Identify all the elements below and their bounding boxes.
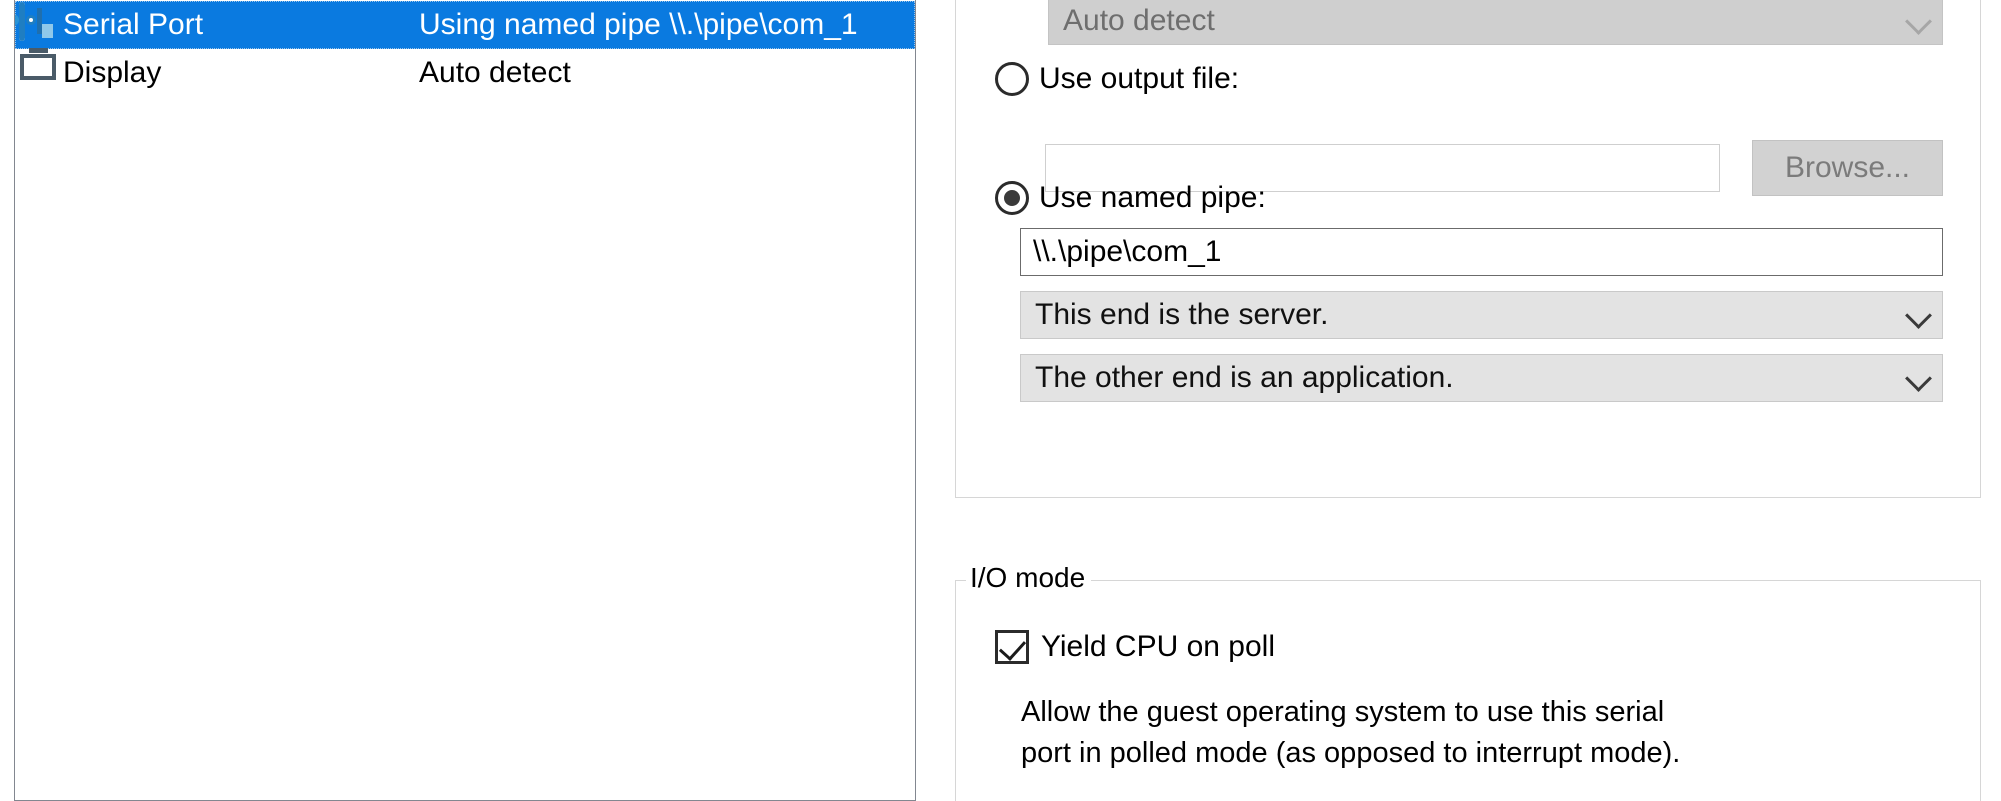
io-mode-groupbox: I/O mode bbox=[955, 562, 1981, 801]
use-named-pipe-label: Use named pipe: bbox=[1039, 181, 1266, 214]
radio-indicator bbox=[995, 62, 1029, 96]
settings-pane: Auto detect Use output file: Browse... U… bbox=[955, 0, 2001, 801]
checkbox-indicator bbox=[995, 630, 1029, 664]
use-output-file-label: Use output file: bbox=[1039, 62, 1240, 95]
device-name: Serial Port bbox=[63, 8, 204, 41]
yield-cpu-on-poll-checkbox[interactable]: Yield CPU on poll bbox=[995, 630, 1275, 664]
device-list-row-display[interactable]: Display Auto detect bbox=[15, 48, 915, 97]
device-name: Display bbox=[63, 56, 162, 89]
chevron-down-icon bbox=[1906, 302, 1932, 328]
browse-button[interactable]: Browse... bbox=[1752, 140, 1943, 196]
connection-groupbox bbox=[955, 0, 1981, 498]
io-mode-description: Allow the guest operating system to use … bbox=[1021, 696, 1681, 769]
use-output-file-radio[interactable]: Use output file: bbox=[995, 62, 1239, 96]
device-list-row-serial-port[interactable]: Serial Port Using named pipe \\.\pipe\co… bbox=[15, 1, 915, 49]
browse-button-label: Browse... bbox=[1784, 151, 1911, 184]
chevron-down-icon bbox=[1906, 365, 1932, 391]
named-pipe-input[interactable]: \\.\pipe\com_1 bbox=[1020, 228, 1943, 276]
named-pipe-value: \\.\pipe\com_1 bbox=[1033, 235, 1222, 268]
chevron-down-icon bbox=[1906, 8, 1932, 34]
device-list[interactable]: Serial Port Using named pipe \\.\pipe\co… bbox=[14, 0, 916, 801]
serial-device-combo[interactable]: Auto detect bbox=[1048, 0, 1943, 45]
yield-cpu-on-poll-label: Yield CPU on poll bbox=[1041, 630, 1276, 663]
device-summary: Auto detect bbox=[419, 56, 571, 89]
pipe-other-end-combo[interactable]: The other end is an application. bbox=[1020, 354, 1943, 402]
display-icon bbox=[19, 48, 59, 93]
output-file-input[interactable] bbox=[1045, 144, 1720, 192]
pipe-end-role-combo[interactable]: This end is the server. bbox=[1020, 291, 1943, 339]
io-mode-title: I/O mode bbox=[966, 562, 1092, 594]
device-summary: Using named pipe \\.\pipe\com_1 bbox=[419, 8, 858, 41]
serial-port-icon bbox=[15, 2, 59, 45]
use-named-pipe-radio[interactable]: Use named pipe: bbox=[995, 181, 1266, 215]
radio-indicator bbox=[995, 181, 1029, 215]
